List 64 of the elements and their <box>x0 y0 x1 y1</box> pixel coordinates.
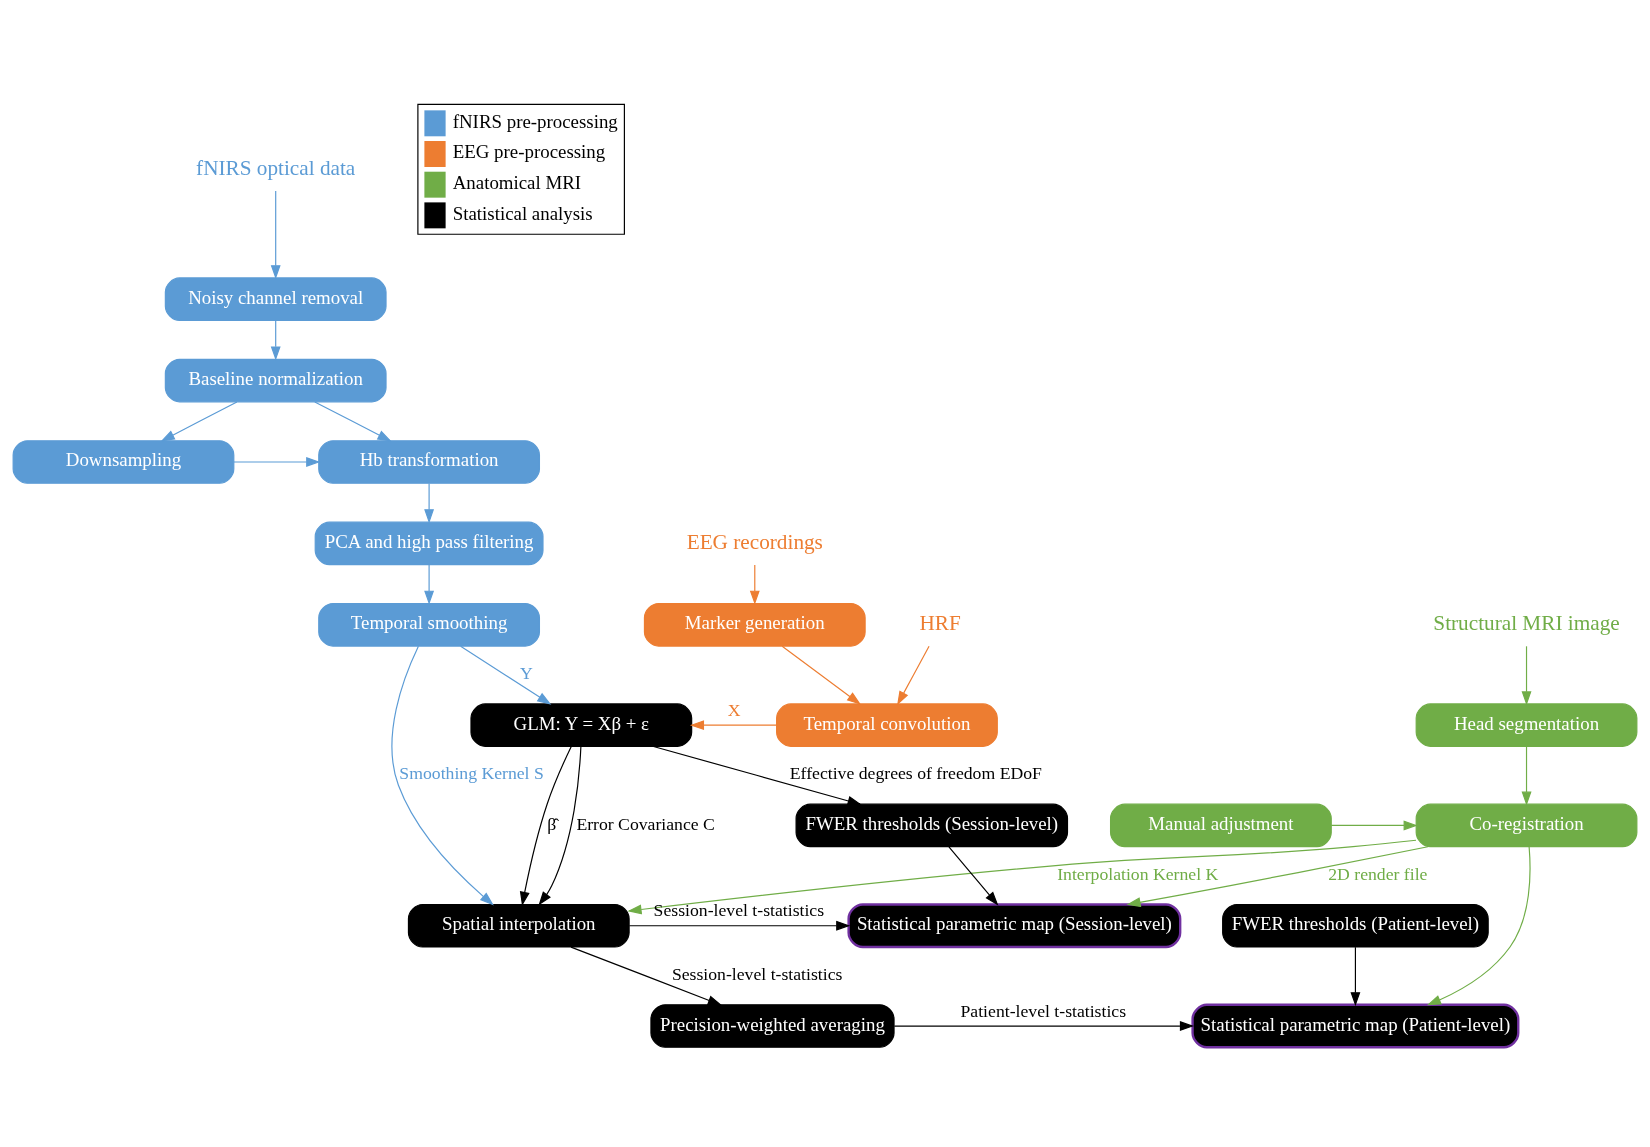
arrow <box>538 745 582 906</box>
edge-label: Smoothing Kernel S <box>399 763 544 784</box>
arrow <box>424 564 435 605</box>
arrow <box>948 846 999 906</box>
arrow <box>460 645 552 705</box>
arrow <box>424 482 435 524</box>
edge-label: Patient-level t-statistics <box>960 1000 1127 1021</box>
arrow <box>781 645 862 705</box>
node-box: Baseline normalization <box>164 358 387 403</box>
arrow <box>519 745 572 906</box>
edge-label: Error Covariance C <box>576 813 715 834</box>
arrow <box>1330 820 1418 831</box>
node-box: Manual adjustment <box>1110 803 1332 848</box>
edge-label: Effective degrees of freedom EDoF <box>789 763 1042 784</box>
node-box: FWER thresholds (Session-level) <box>795 803 1069 848</box>
edge-label: Y <box>520 663 533 684</box>
edge-label: β̂ <box>547 813 557 834</box>
arrow <box>893 1021 1195 1031</box>
edge-label: X <box>727 699 741 720</box>
edge-label: Session-level t-statistics <box>653 900 825 921</box>
edge-label: Session-level t-statistics <box>671 964 843 985</box>
node-box: GLM: Y = Xβ + ε <box>470 703 693 747</box>
arrow <box>652 745 862 806</box>
node-box: Marker generation <box>643 603 866 647</box>
node-box: Temporal convolution <box>776 703 998 747</box>
arrow <box>1126 846 1429 908</box>
node-text: EEG recordings <box>686 529 823 554</box>
node-box: Hb transformation <box>318 440 540 484</box>
node-box: Co-registration <box>1415 803 1638 848</box>
arrow <box>570 946 722 1006</box>
node-box: Downsampling <box>12 440 235 484</box>
legend-label: Anatomical MRI <box>452 172 582 194</box>
arrow <box>689 720 777 731</box>
node-box: FWER thresholds (Patient-level) <box>1222 903 1489 948</box>
node-text: fNIRS optical data <box>196 155 356 180</box>
node-text: Structural MRI image <box>1433 611 1620 636</box>
arrow <box>749 564 760 605</box>
node-box: Spatial interpolation <box>407 903 630 948</box>
arrow <box>270 320 281 361</box>
node-box: Statistical parametric map (Patient-level) <box>1191 1003 1520 1049</box>
node-box: PCA and high pass filtering <box>314 521 544 566</box>
node-box: Statistical parametric map (Session-level) <box>847 903 1182 949</box>
edge-label: 2D render file <box>1328 863 1428 884</box>
arrow <box>627 839 1417 915</box>
node-box: Head segmentation <box>1415 703 1638 747</box>
arrow <box>160 401 238 442</box>
arrow <box>314 401 392 442</box>
arrow <box>897 645 930 706</box>
arrow <box>1350 946 1361 1007</box>
arrow <box>270 190 281 280</box>
legend-label: EEG pre-processing <box>452 141 606 163</box>
node-box: Temporal smoothing <box>318 603 540 647</box>
legend-label: fNIRS pre-processing <box>452 110 618 132</box>
legend-label: Statistical analysis <box>452 202 593 224</box>
arrow <box>1521 645 1532 706</box>
arrow <box>1521 746 1532 806</box>
node-box: Precision-weighted averaging <box>650 1004 895 1048</box>
edge-label: Interpolation Kernel K <box>1057 863 1219 884</box>
arrow <box>233 457 321 467</box>
node-box: Noisy channel removal <box>164 277 387 321</box>
arrow <box>1426 846 1531 1006</box>
arrow <box>391 645 494 906</box>
arrow <box>628 920 851 931</box>
node-text: HRF <box>919 611 961 636</box>
